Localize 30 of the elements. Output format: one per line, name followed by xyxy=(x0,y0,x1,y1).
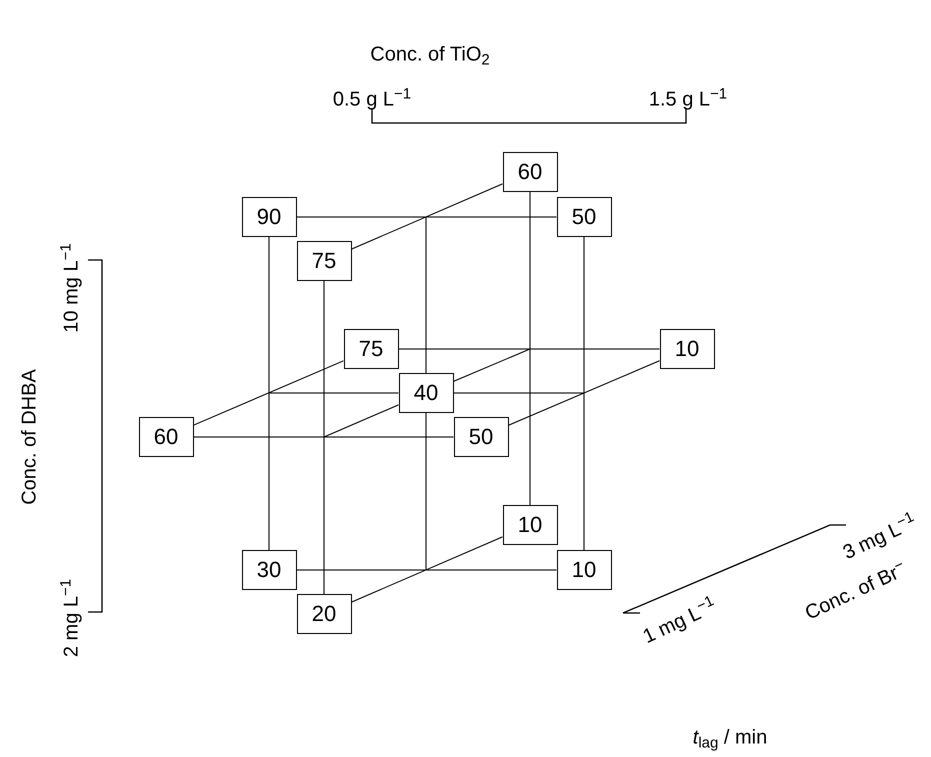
value-box: 10 xyxy=(502,505,558,545)
value-box: 20 xyxy=(296,594,352,634)
axis-title: Conc. of DHBA xyxy=(18,369,40,505)
connector-line xyxy=(453,348,530,382)
connector-line xyxy=(398,348,660,350)
connector-line xyxy=(351,183,503,250)
value-box: 50 xyxy=(454,417,508,457)
connector-line xyxy=(268,236,270,550)
connector-line xyxy=(268,392,399,394)
value-box: 10 xyxy=(556,550,612,590)
value-box: 30 xyxy=(242,550,296,590)
axis-tick-label: 0.5 g L$^{−1}$ xyxy=(332,88,412,110)
value-box: 10 xyxy=(660,329,714,369)
axis-title: t$_{lag}$ / min xyxy=(692,726,768,748)
value-box: 75 xyxy=(344,329,398,369)
axis-title: Conc. of TiO$_{2}$ xyxy=(370,44,490,66)
connector-line xyxy=(453,392,584,394)
value-box: 50 xyxy=(556,197,612,237)
value-box: 60 xyxy=(138,417,194,457)
axis-tick-label: 1.5 g L$^{−1}$ xyxy=(648,88,728,110)
connector-line xyxy=(324,404,399,438)
connector-line xyxy=(193,436,454,438)
value-box: 75 xyxy=(296,241,352,281)
value-box: 90 xyxy=(242,197,296,237)
connector-line xyxy=(351,536,503,603)
connector-line xyxy=(296,216,557,218)
connector-line xyxy=(193,360,344,426)
connector-line xyxy=(508,360,660,426)
value-box: 40 xyxy=(398,373,454,413)
value-box: 60 xyxy=(502,152,558,192)
